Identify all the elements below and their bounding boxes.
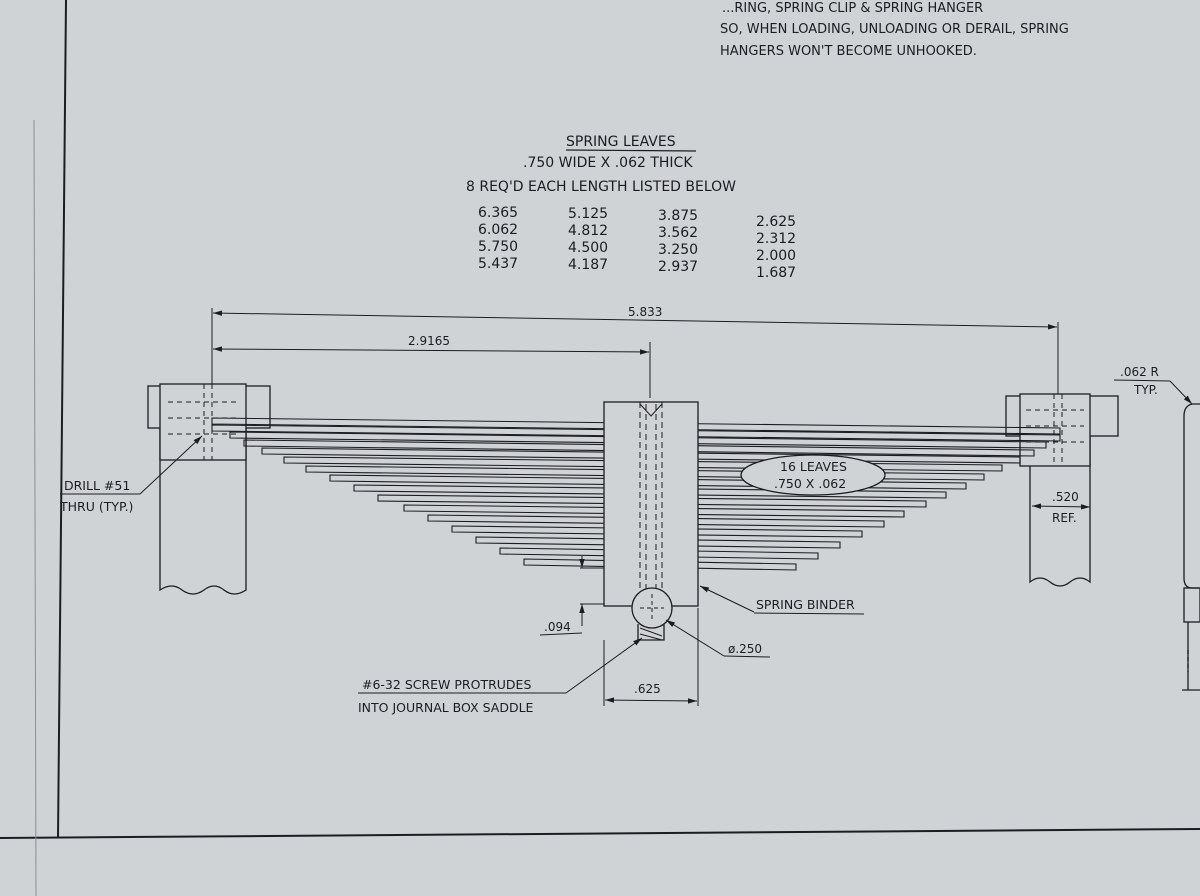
spring-leaf <box>261 447 1021 464</box>
spring-table-title-underline <box>565 149 697 152</box>
side-view-partial <box>1182 403 1200 691</box>
frame-border-left <box>57 0 67 839</box>
spring-leaf <box>523 558 797 571</box>
length-cell: 4.187 <box>568 257 608 273</box>
radius-label: .062 R <box>1120 365 1159 379</box>
length-cell: 5.437 <box>478 256 518 272</box>
dimension-hanger-width-label: .520 <box>1052 490 1079 504</box>
drill-label-line-1: DRILL #51 <box>64 478 130 493</box>
dimension-hanger-width-ref: REF. <box>1052 511 1077 525</box>
spring-leaf <box>427 514 885 528</box>
dimension-hanger-width <box>1031 503 1091 510</box>
dimension-binder-width-label: .625 <box>634 682 661 696</box>
length-cell: 2.000 <box>756 248 796 264</box>
length-cell: 4.812 <box>568 223 608 239</box>
radius-leader <box>1113 379 1193 405</box>
left-spring-hanger <box>147 383 271 595</box>
spring-leaf <box>229 431 1047 449</box>
sheet-edge-left <box>33 119 37 896</box>
drill-label-line-2: THRU (TYP.) <box>59 499 133 514</box>
spring-leaf <box>353 484 947 499</box>
length-cell: 3.562 <box>658 225 698 241</box>
length-cell: 1.687 <box>756 265 796 281</box>
length-cell: 5.125 <box>568 206 608 222</box>
right-spring-hanger <box>1005 393 1119 587</box>
length-cell: 3.875 <box>658 208 698 224</box>
top-note: ...RING, SPRING CLIP & SPRING HANGER SO,… <box>720 1 1069 59</box>
length-cell: 5.750 <box>478 239 518 255</box>
screw-label-line-1: #6-32 SCREW PROTRUDES <box>362 677 531 692</box>
spring-leaf <box>403 504 905 518</box>
top-note-line-3: HANGERS WON'T BECOME UNHOOKED. <box>720 44 977 59</box>
length-cell: 6.365 <box>478 205 518 221</box>
spring-binder-leader <box>699 585 865 615</box>
spring-leaf <box>211 417 1061 435</box>
spring-leaf <box>211 424 1061 442</box>
dimension-half <box>212 342 651 398</box>
spring-leaf <box>499 547 819 560</box>
leaves-callout: 16 LEAVES .750 X .062 <box>740 454 886 496</box>
length-cell: 2.937 <box>658 259 698 275</box>
screw-leader <box>358 637 643 694</box>
spring-leaves-table: SPRING LEAVES .750 WIDE X .062 THICK 8 R… <box>466 134 796 281</box>
top-note-line-2: SO, WHEN LOADING, UNLOADING OR DERAIL, S… <box>720 22 1069 37</box>
length-cell: 2.312 <box>756 231 796 247</box>
spring-table-size: .750 WIDE X .062 THICK <box>523 155 693 171</box>
length-cell: 3.250 <box>658 242 698 258</box>
spring-binder <box>603 401 699 607</box>
dimension-gap-label: .094 <box>544 620 571 634</box>
top-note-line-1: ...RING, SPRING CLIP & SPRING HANGER <box>722 1 983 16</box>
screw-label-line-2: INTO JOURNAL BOX SADDLE <box>358 700 534 715</box>
dimension-overall <box>211 308 1059 396</box>
length-cell: 2.625 <box>756 214 796 230</box>
dimension-gap <box>539 556 604 636</box>
frame-border-bottom <box>0 828 1200 839</box>
radius-typ-label: TYP. <box>1133 383 1158 397</box>
drill-leader <box>60 435 203 495</box>
length-cell: 6.062 <box>478 222 518 238</box>
spring-leaf <box>475 536 841 549</box>
leaves-callout-line-2: .750 X .062 <box>774 476 846 491</box>
length-cell: 4.500 <box>568 240 608 256</box>
spring-table-quantity: 8 REQ'D EACH LENGTH LISTED BELOW <box>466 179 736 195</box>
diameter-label: ø.250 <box>728 642 762 656</box>
spring-leaf <box>451 525 863 538</box>
diameter-leader <box>665 619 771 658</box>
spring-binder-label: SPRING BINDER <box>756 597 855 612</box>
leaves-callout-line-1: 16 LEAVES <box>780 459 847 474</box>
binder-screw <box>631 587 673 641</box>
spring-leaf <box>243 439 1035 457</box>
spring-table-title: SPRING LEAVES <box>566 134 676 150</box>
leaf-spring-stack <box>211 417 1061 571</box>
dimension-half-label: 2.9165 <box>408 334 450 348</box>
spring-leaf <box>377 494 927 508</box>
dimension-overall-label: 5.833 <box>628 305 662 319</box>
spring-table-lengths: 6.365 6.062 5.750 5.437 5.125 4.812 4.50… <box>478 205 796 281</box>
dimension-binder-width <box>603 608 699 706</box>
